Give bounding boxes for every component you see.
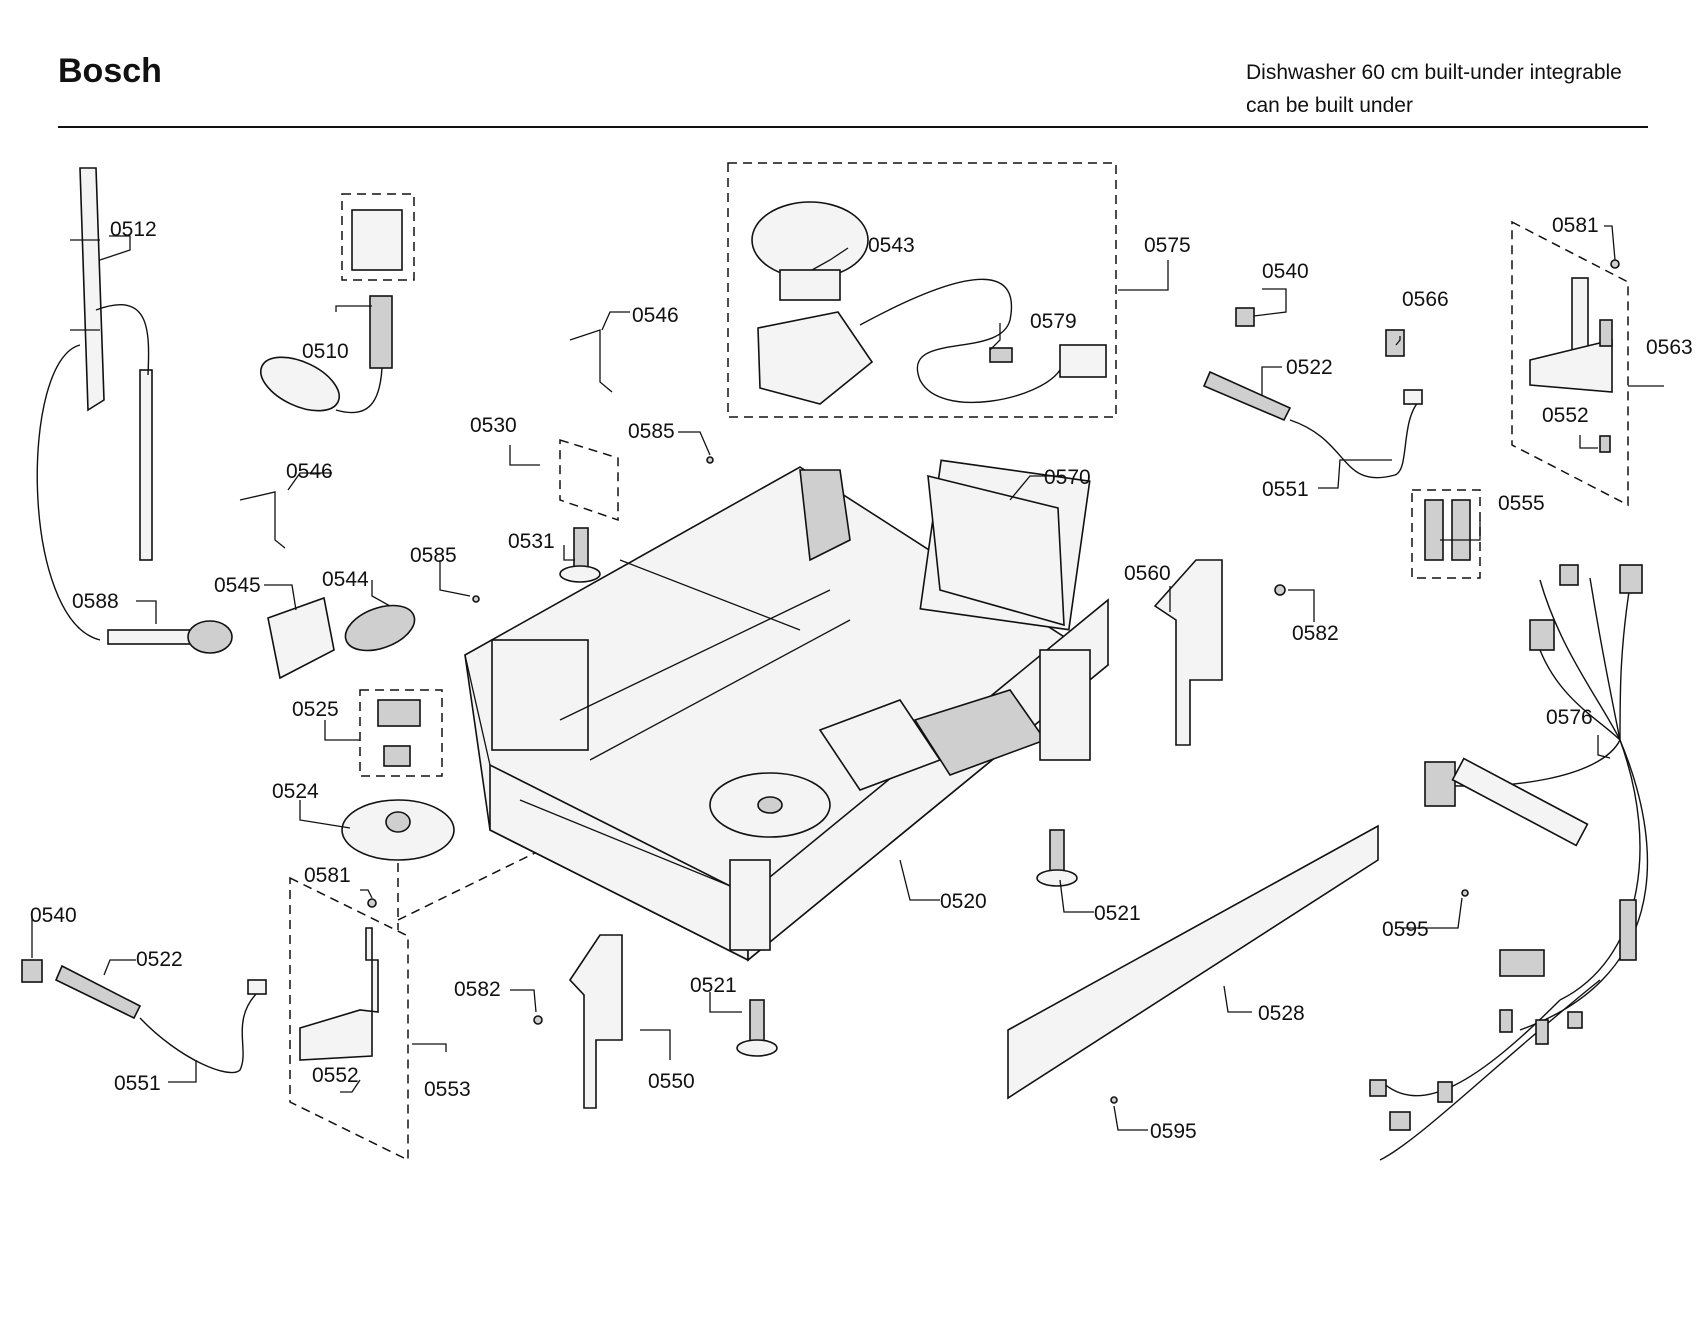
label-0540-b: 0540 bbox=[30, 904, 77, 927]
label-0595-a: 0595 bbox=[1382, 918, 1429, 941]
label-0522-b: 0522 bbox=[136, 948, 183, 971]
label-0585-a: 0585 bbox=[628, 420, 675, 443]
label-0530: 0530 bbox=[470, 414, 517, 437]
part-0576-harness bbox=[1369, 564, 1649, 1161]
label-0575: 0575 bbox=[1144, 234, 1191, 257]
label-0552-b: 0552 bbox=[312, 1064, 359, 1087]
part-0560-bracket bbox=[1153, 559, 1223, 746]
part-0521-foot-b bbox=[736, 999, 778, 1057]
part-0595-screw-a bbox=[1461, 889, 1469, 897]
label-0551-a: 0551 bbox=[1262, 478, 1309, 501]
label-0553: 0553 bbox=[424, 1078, 471, 1101]
part-0588-seal bbox=[187, 620, 233, 654]
label-0546-a: 0546 bbox=[632, 304, 679, 327]
label-0581-a: 0581 bbox=[1552, 214, 1599, 237]
label-0528: 0528 bbox=[1258, 1002, 1305, 1025]
part-0524-hub bbox=[385, 811, 411, 833]
label-0524: 0524 bbox=[272, 780, 319, 803]
label-0510: 0510 bbox=[302, 340, 349, 363]
label-0585-b: 0585 bbox=[410, 544, 457, 567]
label-0552-a: 0552 bbox=[1542, 404, 1589, 427]
label-0522-a: 0522 bbox=[1286, 356, 1333, 379]
part-0566-sensor bbox=[1385, 329, 1405, 357]
label-0520: 0520 bbox=[940, 890, 987, 913]
part-0531-foot bbox=[559, 527, 601, 583]
label-0566: 0566 bbox=[1402, 288, 1449, 311]
part-0546-clip-b bbox=[239, 491, 286, 549]
part-0522-spring-a bbox=[1202, 370, 1423, 479]
label-0521-a: 0521 bbox=[1094, 902, 1141, 925]
part-0525-plug bbox=[383, 745, 411, 767]
label-0560: 0560 bbox=[1124, 562, 1171, 585]
part-0528-panel bbox=[1007, 824, 1379, 1100]
label-0555: 0555 bbox=[1498, 492, 1545, 515]
group-frame-0553 bbox=[289, 876, 409, 1162]
dash-connector-0524 bbox=[397, 847, 546, 921]
part-labels: 0512 0510 0546 0546 0543 0575 0579 0540 … bbox=[30, 214, 1693, 1143]
group-frame-0575 bbox=[727, 162, 1117, 418]
part-0588-tube bbox=[107, 629, 201, 645]
group-frame-0530 bbox=[559, 438, 619, 522]
label-0588: 0588 bbox=[72, 590, 119, 613]
label-0595-b: 0595 bbox=[1150, 1120, 1197, 1143]
label-0540-a: 0540 bbox=[1262, 260, 1309, 283]
part-0545-valve bbox=[267, 596, 335, 680]
label-0543: 0543 bbox=[868, 234, 915, 257]
label-0525: 0525 bbox=[292, 698, 339, 721]
leader-lines bbox=[31, 225, 1664, 1131]
group-frame-0525 bbox=[359, 689, 443, 777]
part-0543-pump bbox=[751, 201, 1107, 405]
part-0540-sensor-b bbox=[21, 959, 43, 983]
label-0544: 0544 bbox=[322, 568, 369, 591]
label-0579: 0579 bbox=[1030, 310, 1077, 333]
part-0553-bracket bbox=[299, 927, 379, 1061]
label-0570: 0570 bbox=[1044, 466, 1091, 489]
part-0582-screw-b bbox=[533, 1015, 543, 1025]
part-0544-pump bbox=[344, 604, 416, 652]
part-0510-valve bbox=[260, 209, 403, 414]
label-0546-b: 0546 bbox=[286, 460, 333, 483]
label-0581-b: 0581 bbox=[304, 864, 351, 887]
label-0582-a: 0582 bbox=[1292, 622, 1339, 645]
part-0540-sensor-a bbox=[1235, 307, 1255, 327]
label-0521-b: 0521 bbox=[690, 974, 737, 997]
part-0595-screw-b bbox=[1110, 1096, 1118, 1104]
part-0582-screw-a bbox=[1274, 584, 1286, 596]
group-frame-0563 bbox=[1511, 220, 1629, 507]
label-0563: 0563 bbox=[1646, 336, 1693, 359]
label-0551-b: 0551 bbox=[114, 1072, 161, 1095]
label-0512: 0512 bbox=[110, 218, 157, 241]
part-0546-clip-a bbox=[569, 329, 613, 393]
part-0581-screw-b bbox=[367, 898, 377, 908]
part-0521-foot-a bbox=[1036, 829, 1078, 887]
label-0550: 0550 bbox=[648, 1070, 695, 1093]
part-0570-control bbox=[927, 474, 1065, 627]
part-0522-spring-b bbox=[54, 964, 267, 1074]
group-frame-0510-top bbox=[341, 193, 415, 281]
label-0576: 0576 bbox=[1546, 706, 1593, 729]
part-0550-bracket bbox=[568, 934, 623, 1109]
part-0555-latch-a bbox=[1424, 499, 1444, 561]
model-line-2: can be built under bbox=[1246, 94, 1413, 117]
header-rule bbox=[58, 126, 1648, 128]
part-0585-screw-a bbox=[706, 456, 714, 464]
part-0581-screw-a bbox=[1610, 259, 1620, 269]
part-0555-latch-b bbox=[1451, 499, 1471, 561]
label-0545: 0545 bbox=[214, 574, 261, 597]
part-0512-rail bbox=[36, 167, 153, 641]
brand-title: Bosch bbox=[58, 52, 162, 90]
label-0582-b: 0582 bbox=[454, 978, 501, 1001]
part-0585-screw-b bbox=[472, 595, 480, 603]
part-0563-hinge bbox=[1529, 277, 1613, 453]
model-line-1: Dishwasher 60 cm built-under integrable bbox=[1246, 61, 1622, 84]
part-0525-sensor bbox=[377, 699, 421, 727]
model-description: Dishwasher 60 cm built-under integrable … bbox=[1246, 56, 1622, 122]
label-0531: 0531 bbox=[508, 530, 555, 553]
